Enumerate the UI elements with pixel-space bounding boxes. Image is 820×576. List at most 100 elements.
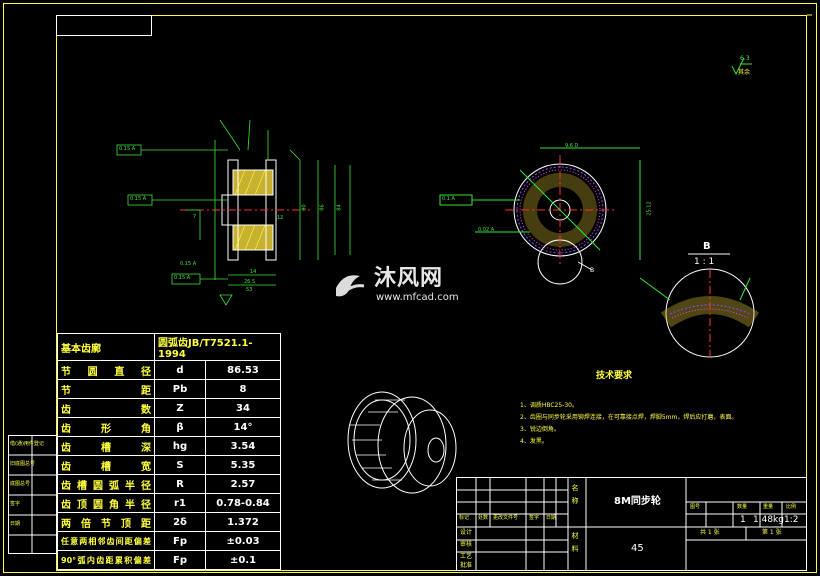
tech-req-title: 技术要求	[596, 371, 633, 381]
param-name: 90°弧内齿距累积偏差	[57, 550, 155, 570]
geom-tol-4: 0.15 A	[180, 261, 197, 267]
param-value: 14°	[205, 417, 281, 437]
sectional-view	[180, 159, 310, 261]
param-name: 齿槽圆弧半径	[57, 474, 155, 494]
corner-number-box	[56, 15, 152, 36]
tb-hdr-qty: 数量	[737, 504, 748, 510]
tb-hdr-scale: 比例	[786, 504, 797, 510]
param-value: 1.372	[205, 512, 281, 532]
tb-name-label: 名称	[571, 484, 579, 510]
tb-hdr-drawing-no: 图号	[690, 504, 701, 510]
dim-14: 14	[250, 269, 257, 275]
param-value: 34	[205, 398, 281, 418]
geom-tol-2: 0.15 A	[130, 196, 147, 202]
param-header-label: 基本齿廓	[57, 333, 155, 361]
dim-84: 84	[336, 204, 343, 211]
param-name: 齿形角	[57, 417, 155, 437]
roughness-symbol	[731, 57, 752, 76]
param-value: 2.57	[205, 474, 281, 494]
tb-sign-process: 工艺	[460, 553, 473, 560]
front-view-gear	[439, 147, 641, 285]
tech-req-item: 4、发黑。	[520, 438, 548, 445]
tb-sign-review: 审核	[460, 541, 473, 548]
dim-53: 53	[246, 287, 253, 293]
param-name: 节距	[57, 379, 155, 399]
tb-sign-design: 设计	[460, 529, 473, 536]
front-dim-2: 0.1 A	[442, 196, 455, 202]
tb-weight: 1.48kg	[753, 515, 784, 525]
tb-mod-count: 处数	[478, 515, 489, 521]
tb-sheet-total: 共 1 张	[700, 529, 720, 536]
param-name: 齿槽宽	[57, 455, 155, 475]
dim-7: 7	[193, 214, 197, 220]
front-dim-3: 0.02 A	[478, 227, 495, 233]
param-name: 齿数	[57, 398, 155, 418]
side-strip-4: 签字	[10, 501, 21, 507]
param-symbol: S	[154, 455, 206, 475]
roughness-label: 其余	[738, 69, 751, 76]
dim-86: 86	[319, 204, 326, 211]
param-value: 8	[205, 379, 281, 399]
tb-mod-file: 更改文件号	[493, 515, 519, 521]
front-dim-1: 9.6 D	[565, 143, 579, 149]
leader-label: B	[590, 267, 595, 274]
param-symbol: r1	[154, 493, 206, 513]
param-symbol: d	[154, 360, 206, 380]
param-value: 0.78-0.84	[205, 493, 281, 513]
param-symbol: 2δ	[154, 512, 206, 532]
side-strip-3: 底图总号	[10, 481, 31, 487]
tech-req-item: 1、调质HBC25-30。	[520, 402, 578, 409]
param-symbol: Fp	[154, 531, 206, 551]
tech-req-item: 3、锐边倒角。	[520, 426, 560, 433]
watermark-brand: 沐风网	[374, 266, 444, 291]
tb-hdr-weight: 重量	[763, 504, 774, 510]
param-symbol: Fp	[154, 550, 206, 570]
title-block-lines	[456, 477, 807, 571]
param-value: ±0.03	[205, 531, 281, 551]
tb-material-label: 材料	[571, 532, 579, 558]
param-value: 3.54	[205, 436, 281, 456]
tb-sign-approve: 批准	[460, 562, 473, 569]
tb-material: 45	[631, 543, 644, 554]
front-dim-4: 25.12	[646, 201, 653, 216]
roughness-value: 6.3	[740, 55, 750, 62]
dimension-lines	[116, 119, 351, 306]
dim-12: 12	[277, 215, 284, 221]
section-letter: B	[703, 241, 711, 252]
param-name: 节圆直径	[57, 360, 155, 380]
param-symbol: R	[154, 474, 206, 494]
side-strip-1: 借(通)用件登记	[10, 441, 44, 447]
side-strip-2: 旧底图总号	[10, 461, 36, 467]
outer-frame	[3, 3, 817, 573]
dim-90: 90	[301, 204, 308, 211]
tb-mod-mark: 标记	[459, 515, 470, 521]
param-value: ±0.1	[205, 550, 281, 570]
inner-frame	[56, 15, 807, 571]
side-strip-lines	[8, 435, 57, 554]
watermark-url: www.mfcad.com	[376, 292, 459, 303]
tb-scale: 1:2	[784, 515, 799, 525]
watermark-icon	[336, 275, 365, 297]
tb-mod-sign: 签字	[529, 515, 540, 521]
param-symbol: hg	[154, 436, 206, 456]
tb-sheet-current: 第 1 张	[762, 529, 782, 536]
param-name: 任意两相邻齿间距偏差	[57, 531, 155, 551]
geom-tol-1: 0.15 A	[119, 146, 136, 152]
dim-26-5: 26.5	[244, 279, 256, 285]
tech-req-item: 2、齿圈与同步轮采用铆焊连接，在可靠接点焊，焊脚5mm，焊后应打磨，表面。	[520, 414, 738, 421]
param-name: 两倍节顶距	[57, 512, 155, 532]
param-symbol: Z	[154, 398, 206, 418]
param-header-value: 圆弧齿JB/T7521.1-1994	[154, 333, 281, 361]
